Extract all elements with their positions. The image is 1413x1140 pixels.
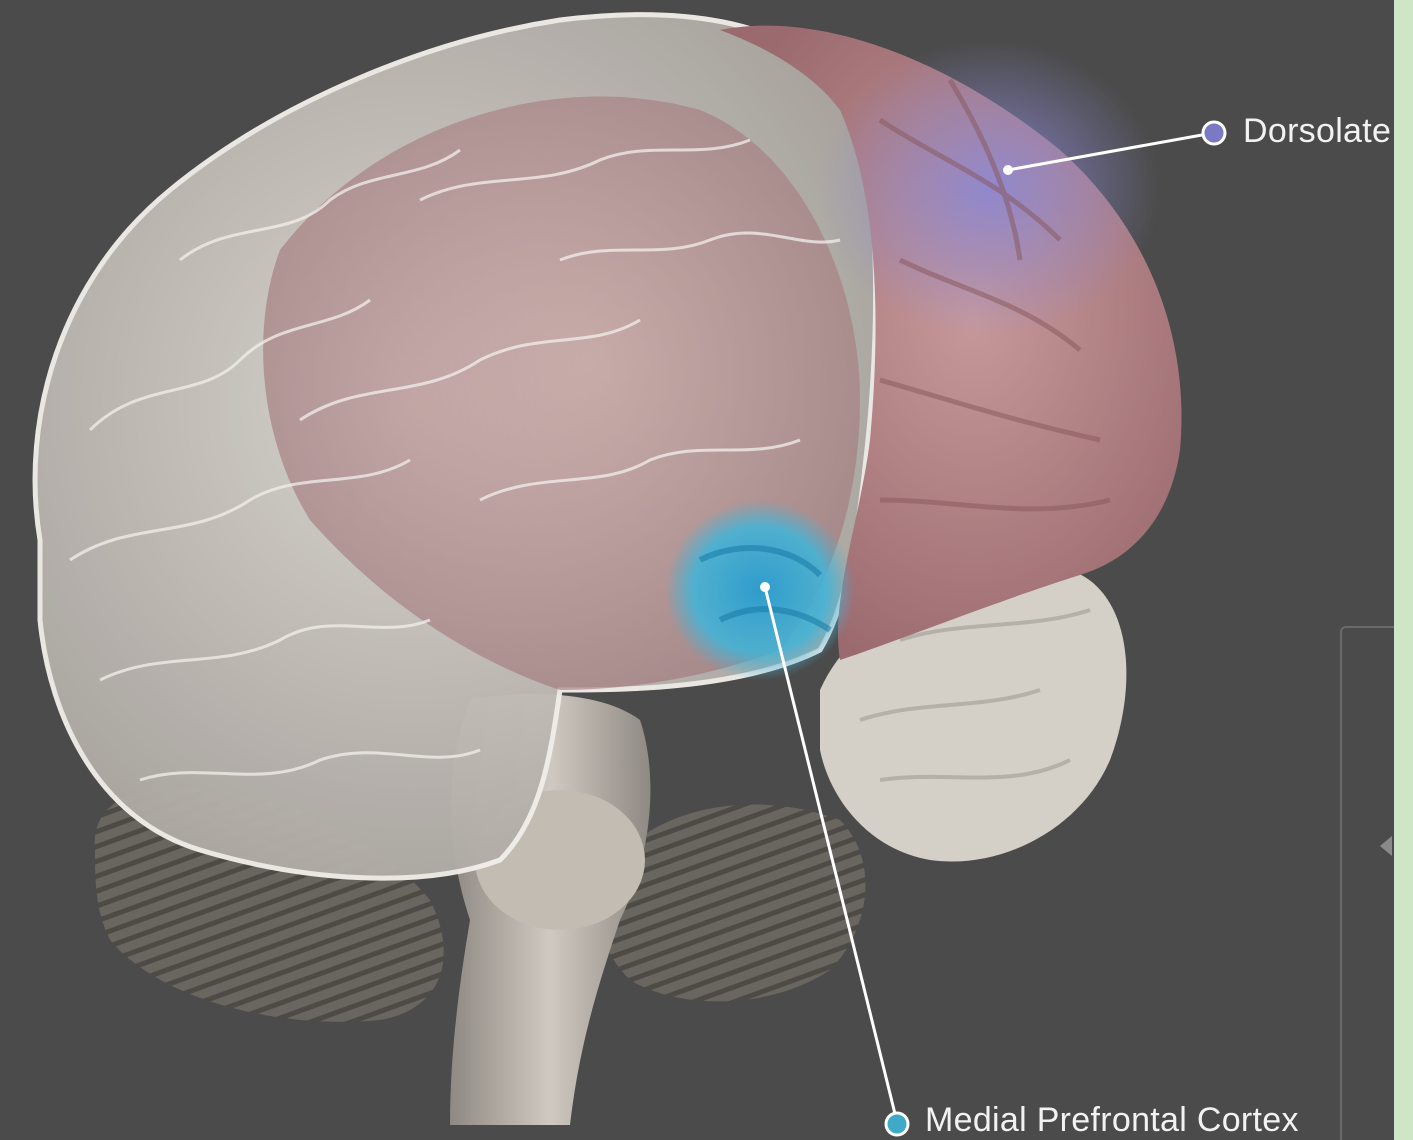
side-panel[interactable] <box>1340 626 1394 1140</box>
medial-prefrontal-region[interactable] <box>665 500 855 680</box>
medial-prefrontal-label[interactable]: Medial Prefrontal Cortex <box>925 1101 1299 1140</box>
right-edge-strip <box>1394 0 1413 1140</box>
dorsolateral-anchor-dot <box>1003 165 1013 175</box>
medial-anchor-dot <box>760 582 770 592</box>
dorsolateral-label[interactable]: Dorsolate <box>1243 112 1391 151</box>
medial-marker[interactable] <box>886 1113 908 1135</box>
chevron-left-icon[interactable] <box>1380 836 1392 856</box>
dorsolateral-marker[interactable] <box>1203 122 1225 144</box>
